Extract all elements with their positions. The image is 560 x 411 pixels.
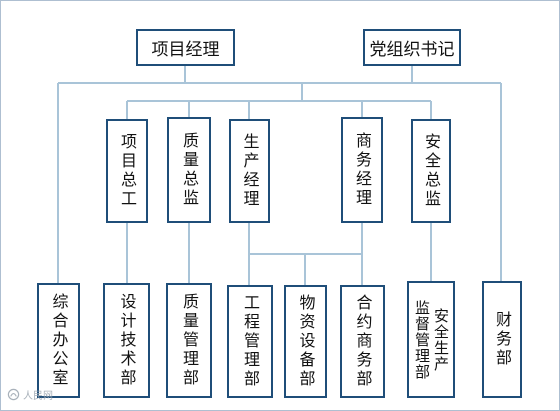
party-secretary-label: 党组织书记 <box>369 40 455 60</box>
safety-director-box: 安全总监 <box>411 119 451 223</box>
watermark: 人民网 <box>7 387 53 402</box>
quality-mgmt-box: 质量管理部 <box>166 283 212 398</box>
safety-production-label: 安全生产 <box>432 307 450 372</box>
production-manager-label: 生产经理 <box>240 133 260 209</box>
materials-equipment-label: 物资设备部 <box>296 294 316 389</box>
safety-director-label: 安全总监 <box>422 133 441 209</box>
quality-mgmt-label: 质量管理部 <box>180 293 199 388</box>
chief-engineer-label: 项目总工 <box>118 133 137 209</box>
party-secretary-box: 党组织书记 <box>363 29 461 66</box>
engineering-mgmt-box: 工程管理部 <box>227 285 273 398</box>
finance-box: 财务部 <box>482 281 522 398</box>
chief-engineer-box: 项目总工 <box>106 119 148 223</box>
general-office-box: 综合办公室 <box>37 283 80 398</box>
supervision-label: 监督管理部 <box>413 299 431 380</box>
supervision-safety-box: 监督管理部 安全生产 <box>407 281 455 398</box>
watermark-logo-icon <box>7 388 20 401</box>
contract-business-label: 合约商务部 <box>353 294 373 389</box>
design-tech-label: 设计技术部 <box>117 293 137 388</box>
quality-director-label: 质量总监 <box>180 132 199 208</box>
finance-label: 财务部 <box>493 311 512 368</box>
materials-equipment-box: 物资设备部 <box>284 285 327 398</box>
project-manager-box: 项目经理 <box>136 29 235 66</box>
general-office-label: 综合办公室 <box>49 293 69 388</box>
business-manager-label: 商务经理 <box>353 132 372 208</box>
quality-director-box: 质量总监 <box>167 117 211 223</box>
project-manager-label: 项目经理 <box>151 40 220 60</box>
watermark-text: 人民网 <box>23 391 53 402</box>
engineering-mgmt-label: 工程管理部 <box>241 294 260 389</box>
design-tech-box: 设计技术部 <box>103 283 150 398</box>
business-manager-box: 商务经理 <box>341 117 383 223</box>
contract-business-box: 合约商务部 <box>340 285 385 398</box>
production-manager-box: 生产经理 <box>229 119 270 223</box>
